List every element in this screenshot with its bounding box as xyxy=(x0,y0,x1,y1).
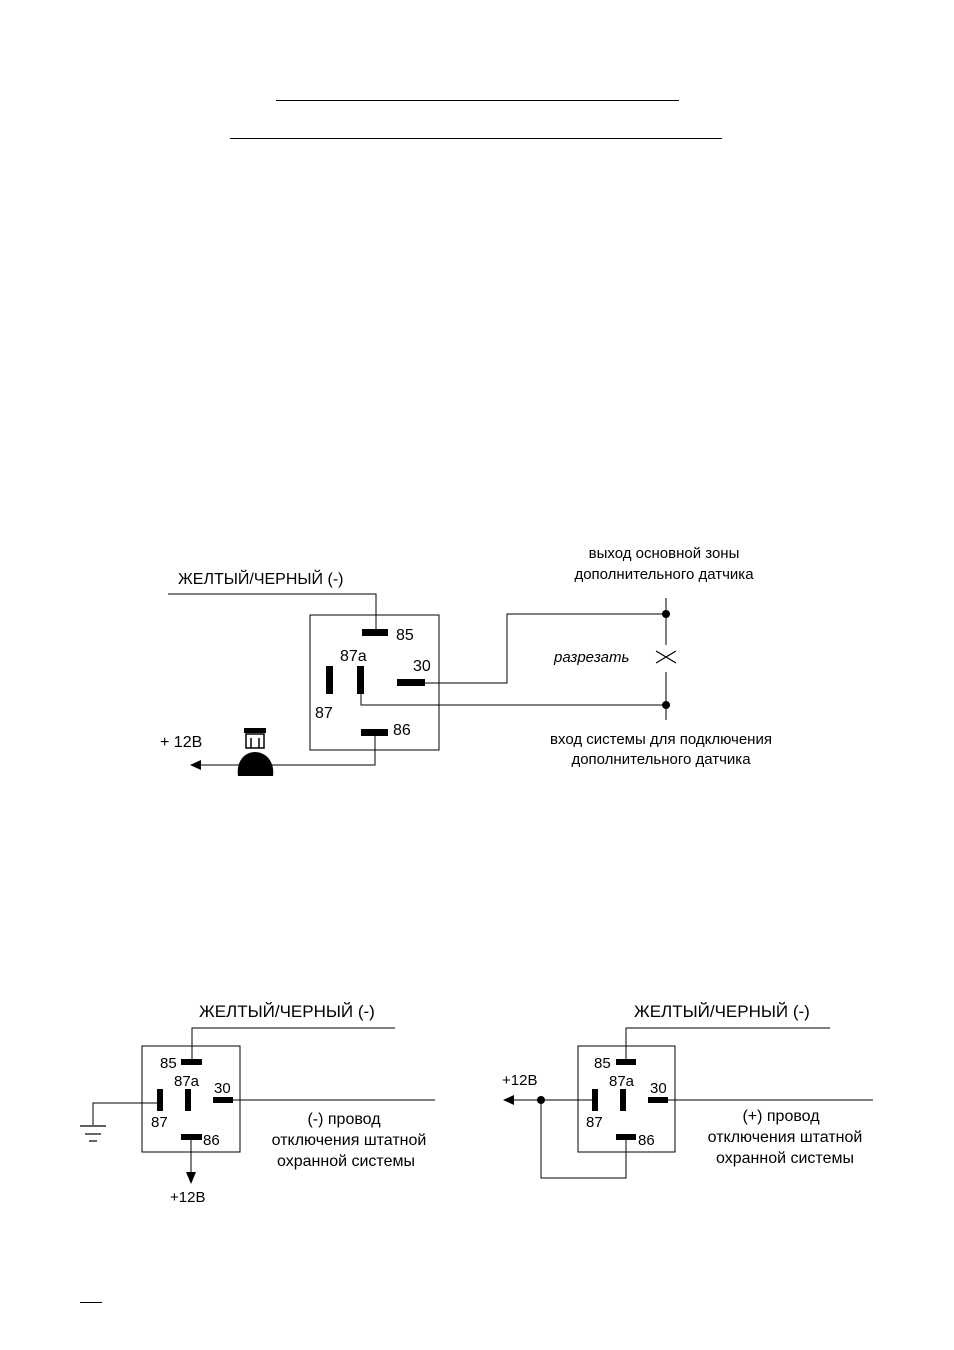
pin-30-contact xyxy=(397,679,425,686)
pin-label-30: 30 xyxy=(650,1080,667,1097)
cut-label: разрезать xyxy=(553,649,629,666)
ground-icon xyxy=(80,1125,106,1142)
pin-label-87a: 87a xyxy=(174,1073,200,1090)
power-label: +12В xyxy=(502,1072,537,1089)
pin-label-86: 86 xyxy=(638,1132,655,1149)
cut-mark-icon xyxy=(655,650,677,664)
title-underline-2 xyxy=(230,138,722,139)
diagram-relay-positive: 85 87a 30 87 86 ЖЕЛТЫЙ/ЧЕРНЫЙ (-) +12В (… xyxy=(502,1002,873,1179)
pin-label-87a: 87a xyxy=(609,1073,635,1090)
arrow-left-icon xyxy=(190,760,201,770)
pin-86-contact xyxy=(361,729,388,736)
desc-line1: (-) провод xyxy=(307,1111,381,1128)
wire-label: ЖЕЛТЫЙ/ЧЕРНЫЙ (-) xyxy=(199,1002,375,1021)
wire-loop-pin86 xyxy=(540,1100,627,1179)
pin-87a-contact xyxy=(357,666,364,694)
power-label: +12В xyxy=(170,1189,205,1206)
pin-30-contact xyxy=(213,1097,233,1103)
input-label-line1: вход системы для подключения xyxy=(550,731,772,748)
diagram-relay-negative: 85 87a 30 87 86 ЖЕЛТЫЙ/ЧЕРНЫЙ (-) +12В (… xyxy=(80,1002,435,1206)
wire-ground xyxy=(92,1102,157,1125)
output-label-line2: дополнительного датчика xyxy=(574,566,754,583)
pin-label-86: 86 xyxy=(203,1132,220,1149)
wire-pin30 xyxy=(425,613,666,684)
pin-label-87: 87 xyxy=(151,1114,168,1131)
fuse-icon xyxy=(237,728,274,776)
diagram-relay-sensor: 85 87a 30 87 86 ЖЕЛТЫЙ/ЧЕРНЫЙ (-) разрез… xyxy=(160,545,772,776)
output-label-line1: выход основной зоны xyxy=(589,545,740,562)
desc-line3: охранной системы xyxy=(716,1150,854,1167)
pin-86-contact xyxy=(181,1134,202,1140)
junction-dot-bottom xyxy=(662,701,670,709)
pin-label-87: 87 xyxy=(315,705,333,722)
pin-87a-contact xyxy=(620,1089,626,1111)
pin-85-contact xyxy=(362,629,388,636)
input-label-line2: дополнительного датчика xyxy=(571,751,751,768)
pin-label-85: 85 xyxy=(594,1055,611,1072)
title-underline-1 xyxy=(276,100,679,101)
pin-87-contact xyxy=(592,1089,598,1111)
pin-label-87a: 87a xyxy=(340,648,367,665)
desc-line1: (+) провод xyxy=(742,1108,820,1125)
desc-line2: отключения штатной xyxy=(272,1132,427,1149)
pin-85-contact xyxy=(616,1059,636,1065)
pin-87-contact xyxy=(157,1089,163,1111)
pin-85-contact xyxy=(181,1059,202,1065)
pin-label-87: 87 xyxy=(586,1114,603,1131)
arrow-left-icon xyxy=(503,1095,514,1105)
pin-87a-contact xyxy=(185,1089,191,1111)
pin-30-contact xyxy=(648,1097,668,1103)
desc-line3: охранной системы xyxy=(277,1153,415,1170)
wire-yellow-black xyxy=(191,1027,395,1060)
desc-line2: отключения штатной xyxy=(708,1129,863,1146)
pin-label-86: 86 xyxy=(393,722,411,739)
pin-label-85: 85 xyxy=(396,627,414,644)
page-number-underline xyxy=(80,1302,102,1303)
pin-87-contact xyxy=(326,666,333,694)
wire-yellow-black xyxy=(168,593,377,630)
wire-label: ЖЕЛТЫЙ/ЧЕРНЫЙ (-) xyxy=(178,569,343,588)
pin-label-85: 85 xyxy=(160,1055,177,1072)
wire-label: ЖЕЛТЫЙ/ЧЕРНЫЙ (-) xyxy=(634,1002,810,1021)
pin-86-contact xyxy=(616,1134,636,1140)
pin-label-30: 30 xyxy=(413,658,431,675)
wire-yellow-black xyxy=(625,1027,830,1060)
power-label: + 12В xyxy=(160,734,202,751)
pin-label-30: 30 xyxy=(214,1080,231,1097)
arrow-down-icon xyxy=(186,1172,196,1184)
junction-dot-top xyxy=(662,610,670,618)
wire-pin87a xyxy=(360,694,666,706)
